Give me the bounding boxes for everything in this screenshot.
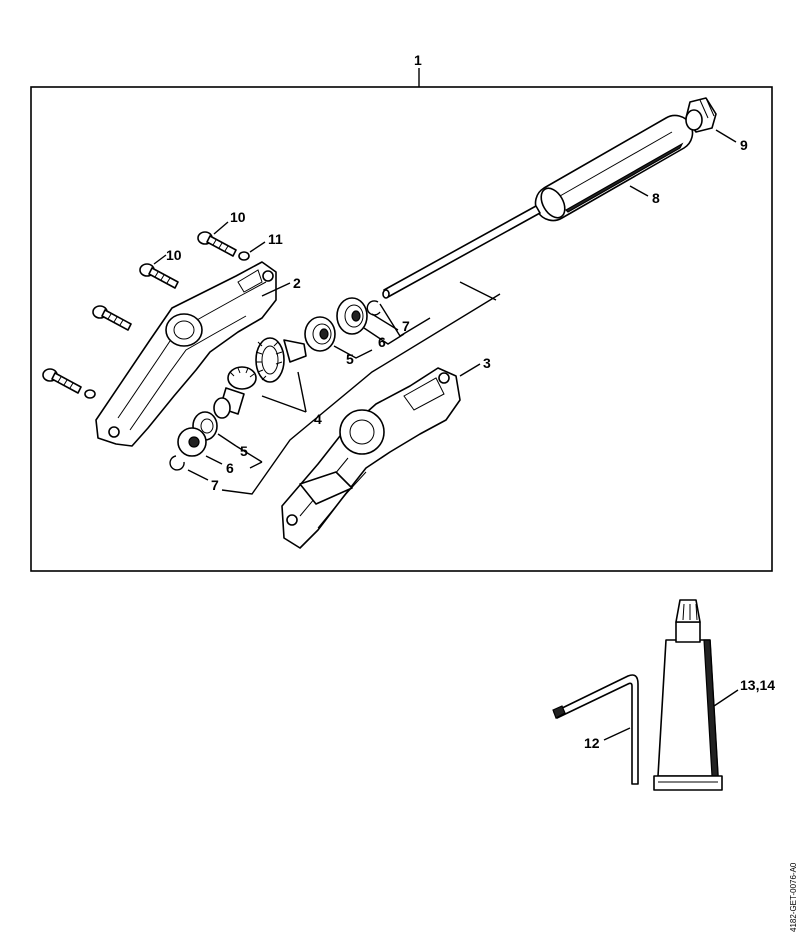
gear-lower-part (213, 366, 257, 419)
housing-right-part (281, 367, 461, 549)
assembly-frame (30, 86, 773, 572)
screw-side (92, 305, 132, 331)
washer-top (238, 251, 250, 261)
label-tube: 8 (652, 190, 660, 206)
label-screw-upper: 10 (230, 209, 246, 225)
label-screw-lower: 10 (166, 247, 182, 263)
label-housing-left: 2 (293, 275, 301, 291)
label-grease: 13,14 (740, 677, 775, 693)
label-bearing-lower: 5 (240, 443, 248, 459)
reference-code: 4182-GET-0076-A0 (789, 862, 798, 932)
bearing-upper-part (304, 316, 336, 352)
circlip-lower-part (169, 455, 185, 471)
grease-tube-part (653, 599, 723, 791)
ring-upper-part (336, 297, 368, 335)
label-circlip-lower: 7 (211, 477, 219, 493)
housing-left-part (95, 261, 277, 447)
tube-part (534, 114, 694, 222)
label-ring-upper: 6 (378, 334, 386, 350)
screw-middle (139, 263, 179, 289)
screw-top (197, 231, 237, 257)
label-assembly: 1 (414, 52, 422, 68)
circlip-upper-part (366, 300, 381, 316)
gear-upper-part (255, 337, 307, 383)
bush-part (685, 97, 717, 133)
label-bearing-upper: 5 (346, 351, 354, 367)
label-wrench: 12 (584, 735, 600, 751)
washer-bottom (84, 389, 96, 399)
label-housing-right: 3 (483, 355, 491, 371)
label-bush: 9 (740, 137, 748, 153)
drive-shaft (382, 205, 541, 299)
screw-bottom (42, 368, 82, 394)
wrench-part (552, 674, 639, 785)
label-gears: 4 (314, 411, 322, 427)
label-ring-lower: 6 (226, 460, 234, 476)
ring-lower-part (177, 427, 207, 457)
label-washer: 11 (268, 231, 283, 247)
label-circlip-upper: 7 (402, 318, 410, 334)
